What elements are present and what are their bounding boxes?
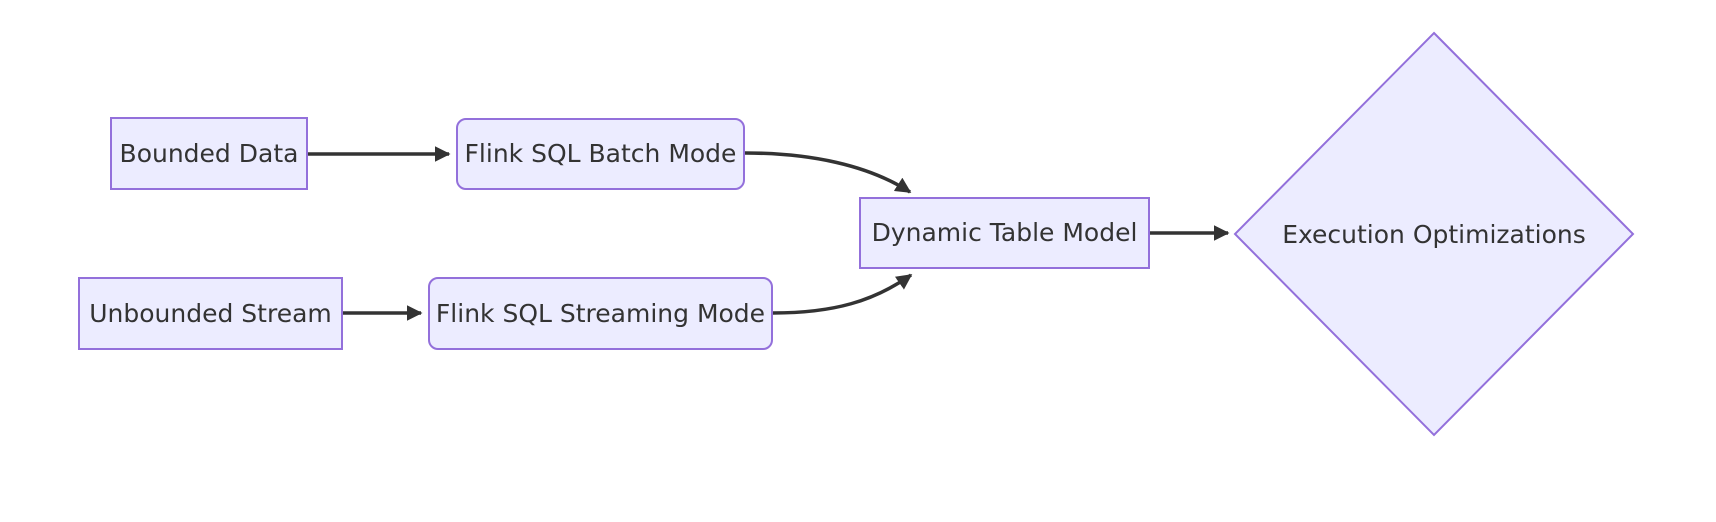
node-flink-sql-batch-mode-label: Flink SQL Batch Mode <box>464 139 737 169</box>
edge-streaming-to-dtm <box>772 273 913 315</box>
node-execution-optimizations-diamond <box>1233 31 1635 437</box>
node-flink-sql-batch-mode: Flink SQL Batch Mode <box>456 118 745 190</box>
node-dynamic-table-model: Dynamic Table Model <box>859 197 1150 269</box>
node-unbounded-stream: Unbounded Stream <box>78 277 343 350</box>
node-flink-sql-streaming-mode-label: Flink SQL Streaming Mode <box>435 298 766 328</box>
node-flink-sql-streaming-mode: Flink SQL Streaming Mode <box>428 277 773 350</box>
node-bounded-data-label: Bounded Data <box>119 138 299 168</box>
edge-batch-to-dtm <box>744 151 912 194</box>
node-unbounded-stream-label: Unbounded Stream <box>89 298 332 328</box>
node-dynamic-table-model-label: Dynamic Table Model <box>871 218 1138 248</box>
node-bounded-data: Bounded Data <box>110 117 308 190</box>
node-execution-optimizations-label: Execution Optimizations <box>1282 219 1586 249</box>
node-execution-optimizations: Execution Optimizations <box>1254 212 1614 256</box>
